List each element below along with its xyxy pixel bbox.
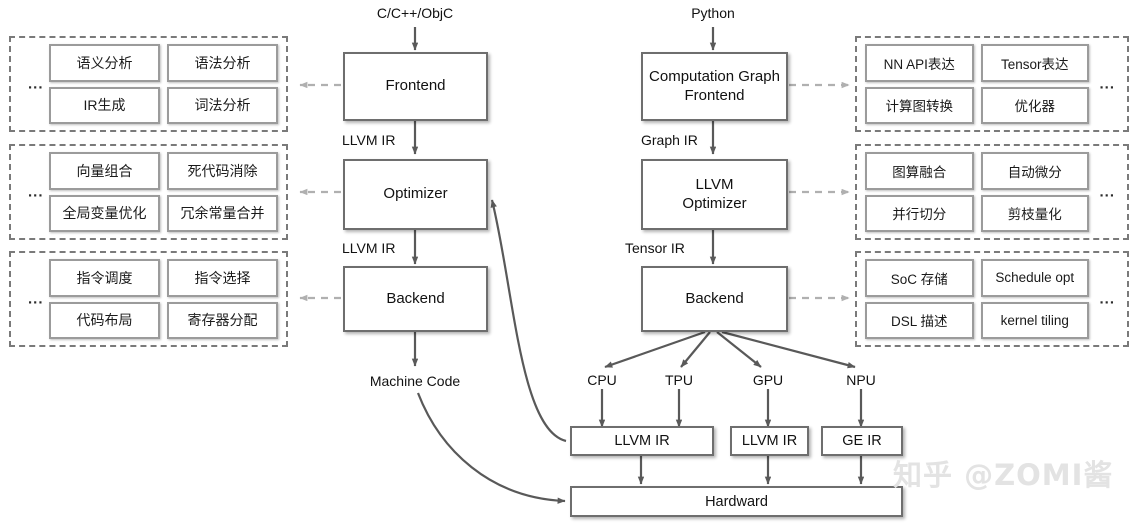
feature-cell[interactable]: 计算图转换 [865, 86, 974, 124]
pass-cell[interactable]: 代码布局 [49, 301, 160, 339]
feature-cell[interactable]: 剪枝量化 [980, 194, 1089, 232]
feature-cell[interactable]: 并行切分 [865, 194, 974, 232]
pass-cell[interactable]: 词法分析 [167, 86, 278, 124]
pass-cell[interactable]: 语义分析 [49, 44, 160, 82]
feature-cell[interactable]: DSL 描述 [865, 301, 974, 339]
group-ellipsis: ... [1099, 183, 1115, 201]
pass-cell[interactable]: 向量组合 [49, 152, 160, 190]
feature-cell[interactable]: 优化器 [980, 86, 1089, 124]
group-ellipsis: ... [1099, 75, 1115, 93]
pass-cell[interactable]: 语法分析 [167, 44, 278, 82]
group-ellipsis: ... [28, 290, 44, 308]
feature-cell[interactable]: kernel tiling [980, 301, 1089, 339]
llvm-ir-box-cpu-tpu[interactable]: LLVM IR [570, 426, 714, 456]
target-label-npu: NPU [846, 372, 876, 388]
ai-optimizer-box[interactable]: LLVM Optimizer [641, 159, 788, 230]
cgf-line2: Frontend [684, 86, 745, 104]
feature-cell[interactable]: 图算融合 [865, 152, 974, 190]
feature-cell[interactable]: NN API表达 [865, 44, 974, 82]
ai-backend-label: Backend [685, 289, 744, 307]
target-label-tpu: TPU [665, 372, 693, 388]
group-graph-frontend-features: ... NN API表达 计算图转换 Tensor表达 优化器 [855, 36, 1129, 132]
feature-cell[interactable]: 自动微分 [980, 152, 1089, 190]
feature-cell[interactable]: Tensor表达 [980, 44, 1089, 82]
llvm-ir-box-label: LLVM IR [614, 433, 670, 449]
feature-cell[interactable]: Schedule opt [980, 259, 1089, 297]
group-ellipsis: ... [28, 183, 44, 201]
pass-cell[interactable]: 冗余常量合并 [167, 194, 278, 232]
llvm-ir-box-gpu[interactable]: LLVM IR [730, 426, 809, 456]
ai-backend-box[interactable]: Backend [641, 266, 788, 332]
group-tensor-backend-features: ... SoC 存储 DSL 描述 Schedule opt kernel ti… [855, 251, 1129, 347]
ge-ir-box-label: GE IR [842, 433, 882, 449]
llvm-ir-label-1: LLVM IR [342, 132, 396, 148]
llvm-backend-label: Backend [386, 289, 445, 307]
pass-cell[interactable]: 全局变量优化 [49, 194, 160, 232]
llvm-backend-box[interactable]: Backend [343, 266, 488, 332]
pass-cell[interactable]: IR生成 [49, 86, 160, 124]
group-backend-passes: ... 指令调度 代码布局 指令选择 寄存器分配 [9, 251, 288, 347]
llvm-frontend-box[interactable]: Frontend [343, 52, 488, 121]
llvm-source-label: C/C++/ObjC [376, 5, 454, 21]
pass-cell[interactable]: 死代码消除 [167, 152, 278, 190]
computation-graph-frontend-box[interactable]: Computation Graph Frontend [641, 52, 788, 121]
cgf-line1: Computation Graph [649, 67, 780, 85]
group-optimizer-passes: ... 向量组合 全局变量优化 死代码消除 冗余常量合并 [9, 144, 288, 240]
target-label-cpu: CPU [587, 372, 617, 388]
target-label-gpu: GPU [752, 372, 784, 388]
pass-cell[interactable]: 寄存器分配 [167, 301, 278, 339]
group-ellipsis: ... [1099, 290, 1115, 308]
pass-cell[interactable]: 指令调度 [49, 259, 160, 297]
ai-opt-line2: Optimizer [682, 194, 747, 212]
llvm-frontend-label: Frontend [385, 77, 446, 95]
machine-code-label: Machine Code [369, 373, 461, 389]
group-ellipsis: ... [28, 75, 44, 93]
pass-cell[interactable]: 指令选择 [167, 259, 278, 297]
group-frontend-passes: ... 语义分析 IR生成 语法分析 词法分析 [9, 36, 288, 132]
ai-source-label: Python [691, 5, 735, 21]
computation-graph-frontend-label: Computation Graph Frontend [649, 68, 780, 106]
graph-ir-label: Graph IR [641, 132, 698, 148]
hardware-box[interactable]: Hardward [570, 486, 903, 517]
feature-cell[interactable]: SoC 存储 [865, 259, 974, 297]
llvm-optimizer-label: Optimizer [383, 185, 448, 203]
llvm-ir-label-2: LLVM IR [342, 240, 396, 256]
group-graph-optimizer-features: ... 图算融合 并行切分 自动微分 剪枝量化 [855, 144, 1129, 240]
ai-opt-line1: LLVM [695, 175, 734, 193]
hardware-label: Hardward [705, 493, 768, 510]
watermark: 知乎 @ZOMI酱 [893, 458, 1114, 492]
ge-ir-box-npu[interactable]: GE IR [821, 426, 903, 456]
tensor-ir-label: Tensor IR [625, 240, 685, 256]
ai-optimizer-label: LLVM Optimizer [682, 176, 746, 214]
llvm-optimizer-box[interactable]: Optimizer [343, 159, 488, 230]
llvm-ir-box-label: LLVM IR [741, 433, 798, 449]
